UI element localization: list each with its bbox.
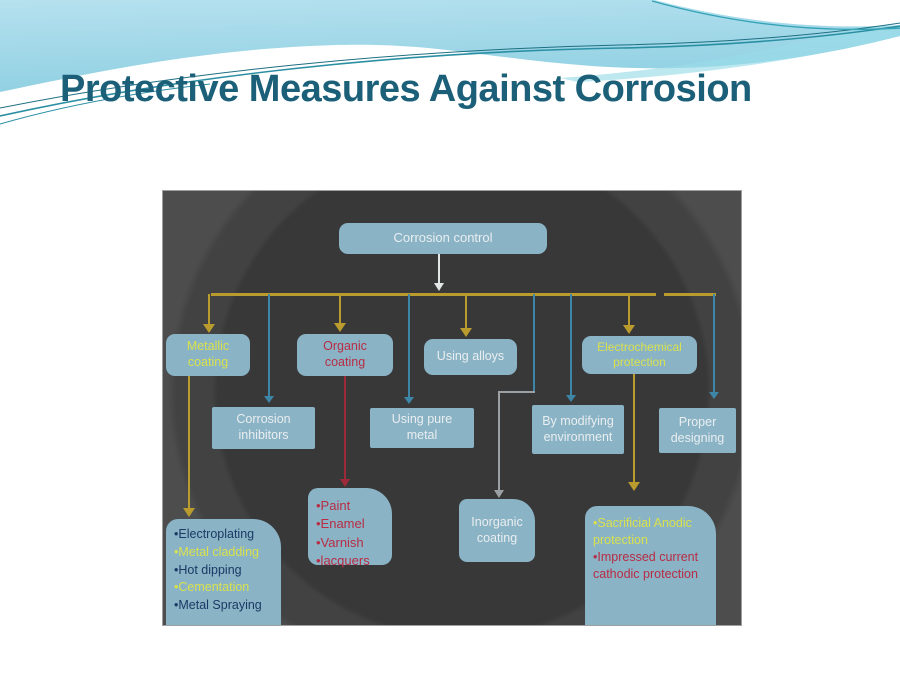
- elbow-line-inorganic: [498, 391, 535, 393]
- node-using-alloys: Using alloys: [424, 339, 517, 375]
- down-arrow-electrochemical: [628, 294, 630, 325]
- page-title: Protective Measures Against Corrosion: [60, 68, 752, 110]
- down-arrow-designing: [713, 294, 715, 392]
- down-arrow-inhibitors: [268, 294, 270, 396]
- node-label: By modifying environment: [542, 413, 614, 444]
- node-label: Inorganic coating: [471, 514, 523, 545]
- branch-bus-line: [211, 293, 656, 296]
- list-item: •Sacrificial Anodic protection: [593, 516, 692, 547]
- node-by-modifying-environment: By modifying environment: [532, 405, 624, 454]
- list-item: •Metal Spraying: [174, 598, 262, 612]
- node-label: Using pure metal: [391, 412, 453, 442]
- down-arrow-electrochemical-methods: [633, 374, 635, 482]
- down-arrow-root: [438, 254, 440, 283]
- node-label: Proper designing: [670, 414, 725, 445]
- list-item: •Cementation: [174, 580, 250, 595]
- node-label: Corrosion inhibitors: [236, 412, 291, 442]
- down-arrow-organic-methods: [344, 376, 346, 479]
- down-arrow-environment: [570, 294, 572, 395]
- node-corrosion-control: Corrosion control: [339, 223, 547, 254]
- node-organic-coating: Organic coating: [297, 334, 393, 376]
- list-item: •Hot dipping: [174, 562, 242, 577]
- node-metallic-coating: Metallic coating: [166, 334, 250, 376]
- node-label: Organic coating: [323, 339, 367, 369]
- down-arrow-pure-metal: [408, 294, 410, 397]
- down-arrow-inorganic: [498, 391, 500, 490]
- down-arrow-metallic: [208, 294, 210, 324]
- list-item: •Metal cladding: [174, 544, 259, 559]
- header-wave-decoration: [0, 0, 900, 125]
- down-arrow-alloys: [465, 294, 467, 328]
- list-electrochemical-methods: •Sacrificial Anodic protection •Impresse…: [585, 506, 716, 625]
- list-item: •Varnish: [316, 534, 364, 550]
- node-electrochemical-protection: Electrochemical protection: [582, 336, 697, 374]
- node-corrosion-inhibitors: Corrosion inhibitors: [212, 407, 315, 449]
- down-arrow-metallic-methods: [188, 376, 190, 508]
- node-label: Metallic coating: [186, 339, 230, 369]
- list-organic-methods: •Paint •Enamel •Varnish •lacquers: [308, 488, 392, 568]
- node-inorganic-coating: Inorganic coating: [459, 499, 535, 562]
- list-item: •lacquers: [316, 553, 370, 569]
- list-metallic-methods: •Electroplating •Metal cladding •Hot dip…: [166, 519, 281, 625]
- list-item: •Electroplating: [174, 527, 255, 541]
- drop-line-inorganic: [533, 294, 535, 392]
- node-label: Electrochemical protection: [597, 340, 682, 369]
- list-item: •Enamel: [316, 516, 365, 532]
- list-item: •Paint: [316, 498, 351, 513]
- node-using-pure-metal: Using pure metal: [370, 408, 474, 448]
- node-proper-designing: Proper designing: [659, 408, 736, 453]
- down-arrow-organic: [339, 294, 341, 323]
- branch-bus-line-right: [664, 293, 716, 296]
- corrosion-flowchart: Corrosion control Metallic coating Organ…: [162, 190, 742, 626]
- node-label: Corrosion control: [393, 230, 493, 246]
- node-label: Using alloys: [436, 349, 505, 364]
- list-item: •Impressed current cathodic protection: [593, 549, 699, 581]
